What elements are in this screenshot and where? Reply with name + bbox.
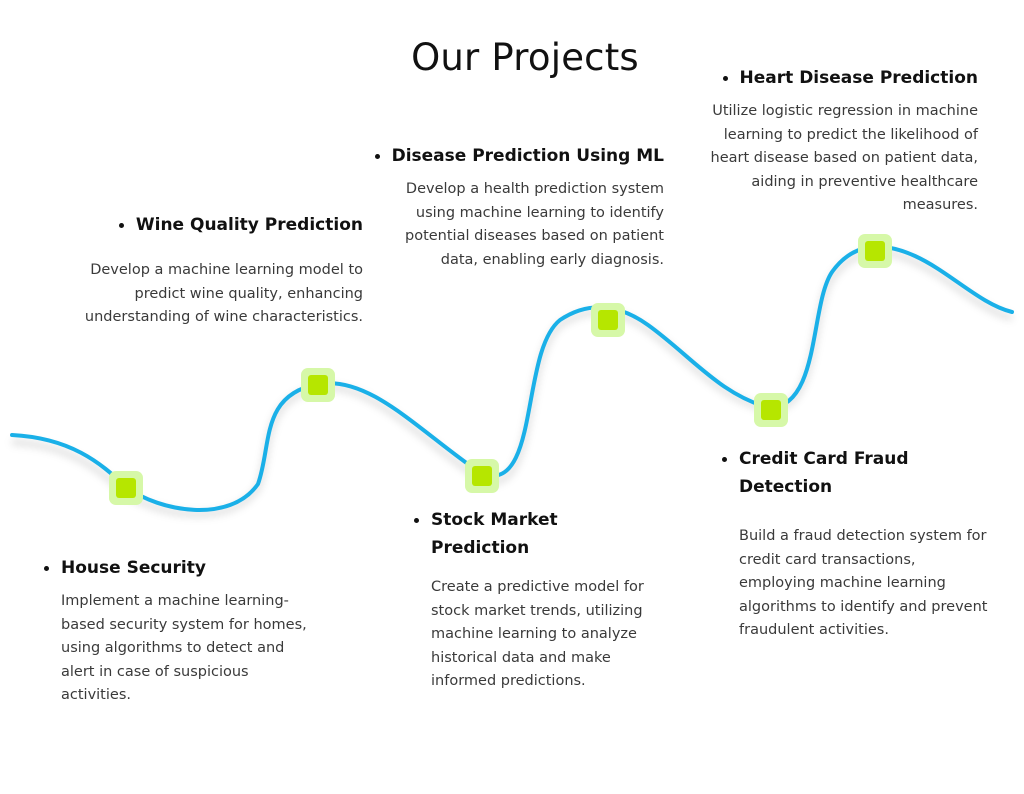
timeline-curve	[10, 244, 1014, 512]
project-heading: House Security	[44, 554, 309, 582]
marker-credit-card-fraud	[754, 393, 788, 427]
project-disease-prediction: Disease Prediction Using ML Develop a he…	[374, 142, 664, 272]
marker-stock-market	[465, 459, 499, 493]
bullet-icon	[722, 76, 728, 81]
bullet-icon	[44, 566, 49, 571]
project-stock-market: Stock Market Prediction Create a predict…	[414, 506, 669, 694]
project-heart-disease: Heart Disease Prediction Utilize logisti…	[704, 64, 978, 218]
project-title: Disease Prediction Using ML	[391, 146, 664, 166]
project-description: Develop a machine learning model to pred…	[84, 262, 363, 325]
bullet-icon	[414, 518, 419, 523]
marker-wine-quality	[301, 368, 335, 402]
marker-house-security	[109, 471, 143, 505]
bullet-icon	[722, 457, 727, 462]
bullet-icon	[118, 223, 124, 228]
project-wine-quality: Wine Quality Prediction Develop a machin…	[84, 211, 363, 330]
marker-disease-prediction	[591, 303, 625, 337]
project-house-security: House Security Implement a machine learn…	[44, 554, 309, 708]
project-title: Wine Quality Prediction	[135, 215, 363, 235]
project-heading: Disease Prediction Using ML	[374, 142, 664, 170]
project-description: Develop a health prediction system using…	[405, 181, 664, 268]
project-heading: Heart Disease Prediction	[704, 64, 978, 92]
project-heading: Wine Quality Prediction	[84, 211, 363, 239]
project-description: Implement a machine learning-based secur…	[61, 593, 307, 703]
project-description: Build a fraud detection system for credi…	[739, 528, 988, 638]
project-title: Heart Disease Prediction	[739, 68, 978, 88]
bullet-icon	[374, 154, 380, 159]
project-description: Utilize logistic regression in machine l…	[710, 103, 978, 213]
project-title: Stock Market Prediction	[431, 510, 558, 558]
project-description: Create a predictive model for stock mark…	[431, 579, 644, 689]
page-title: Our Projects	[411, 36, 639, 79]
project-heading: Stock Market Prediction	[414, 506, 669, 562]
project-title: House Security	[61, 558, 206, 578]
project-credit-card-fraud: Credit Card Fraud Detection Build a frau…	[722, 445, 990, 643]
project-heading: Credit Card Fraud Detection	[722, 445, 990, 501]
marker-heart-disease	[858, 234, 892, 268]
project-title: Credit Card Fraud Detection	[739, 449, 909, 497]
